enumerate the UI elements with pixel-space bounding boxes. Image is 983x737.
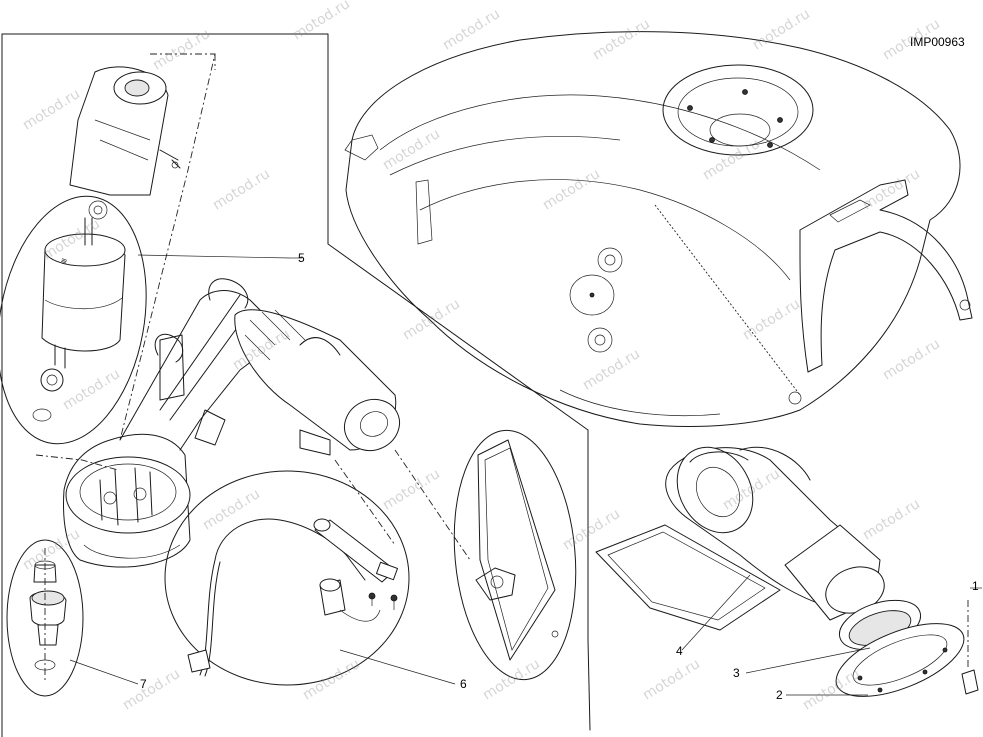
filter-plate-detail [453,429,577,681]
callout-7: 7 [140,677,147,691]
callout-4: 4 [676,644,683,658]
filter-box-dashed-left [35,454,119,471]
filter-box-dashed [119,53,216,441]
right-pump-assembly [595,446,979,697]
regulator-detail [6,539,84,697]
leader-lines [69,254,982,696]
callout-6: 6 [460,677,467,691]
callout-3: 3 [733,666,740,680]
fuel-tank [344,31,973,427]
wiring-detail [164,449,471,686]
svg-text:≡: ≡ [59,255,68,266]
filter-detail: ≡ [0,66,181,445]
fuel-pump-assembly [63,278,400,568]
drawing-code: IMP00963 [910,35,965,49]
left-panel-frame [1,33,591,731]
callout-5: 5 [298,251,305,265]
callout-2: 2 [776,688,783,702]
callout-1: 1 [972,579,979,593]
